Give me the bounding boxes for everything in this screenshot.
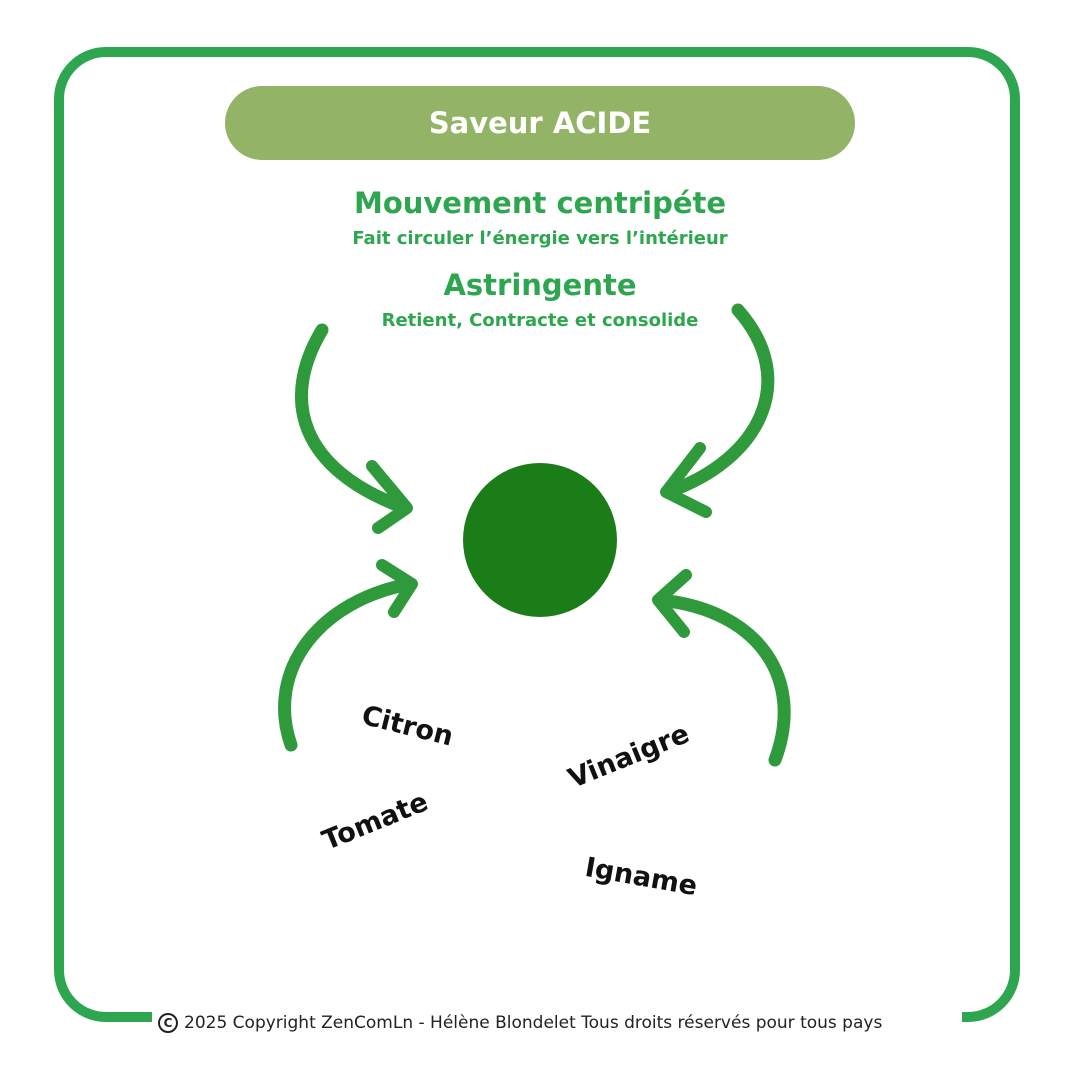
arrowhead-top-right [660,442,712,518]
title-banner: Saveur ACIDE [225,86,855,160]
movement-subtitle: Fait circuler l’énergie vers l’intérieur [352,228,728,249]
astringent-heading: Astringente [443,268,637,302]
center-circle [463,463,617,617]
footer-gap [152,1004,962,1036]
arrow-bottom-right [653,593,791,767]
arrow-top-left [295,323,412,515]
copyright-text: 2025 Copyright ZenComLn - Hélène Blondel… [184,1013,883,1033]
astringent-subtitle: Retient, Contracte et consolide [381,310,699,331]
copyright-icon: C [158,1013,178,1033]
arrow-top-right [661,303,775,499]
arrowhead-bottom-left [376,559,418,618]
arrow-bottom-left [278,577,417,752]
movement-heading: Mouvement centripéte [353,186,727,220]
arrowhead-top-left [366,460,413,534]
arrowhead-bottom-right [652,569,692,638]
title-text: Saveur ACIDE [428,106,652,140]
copyright-footer: C 2025 Copyright ZenComLn - Hélène Blond… [158,1010,978,1036]
